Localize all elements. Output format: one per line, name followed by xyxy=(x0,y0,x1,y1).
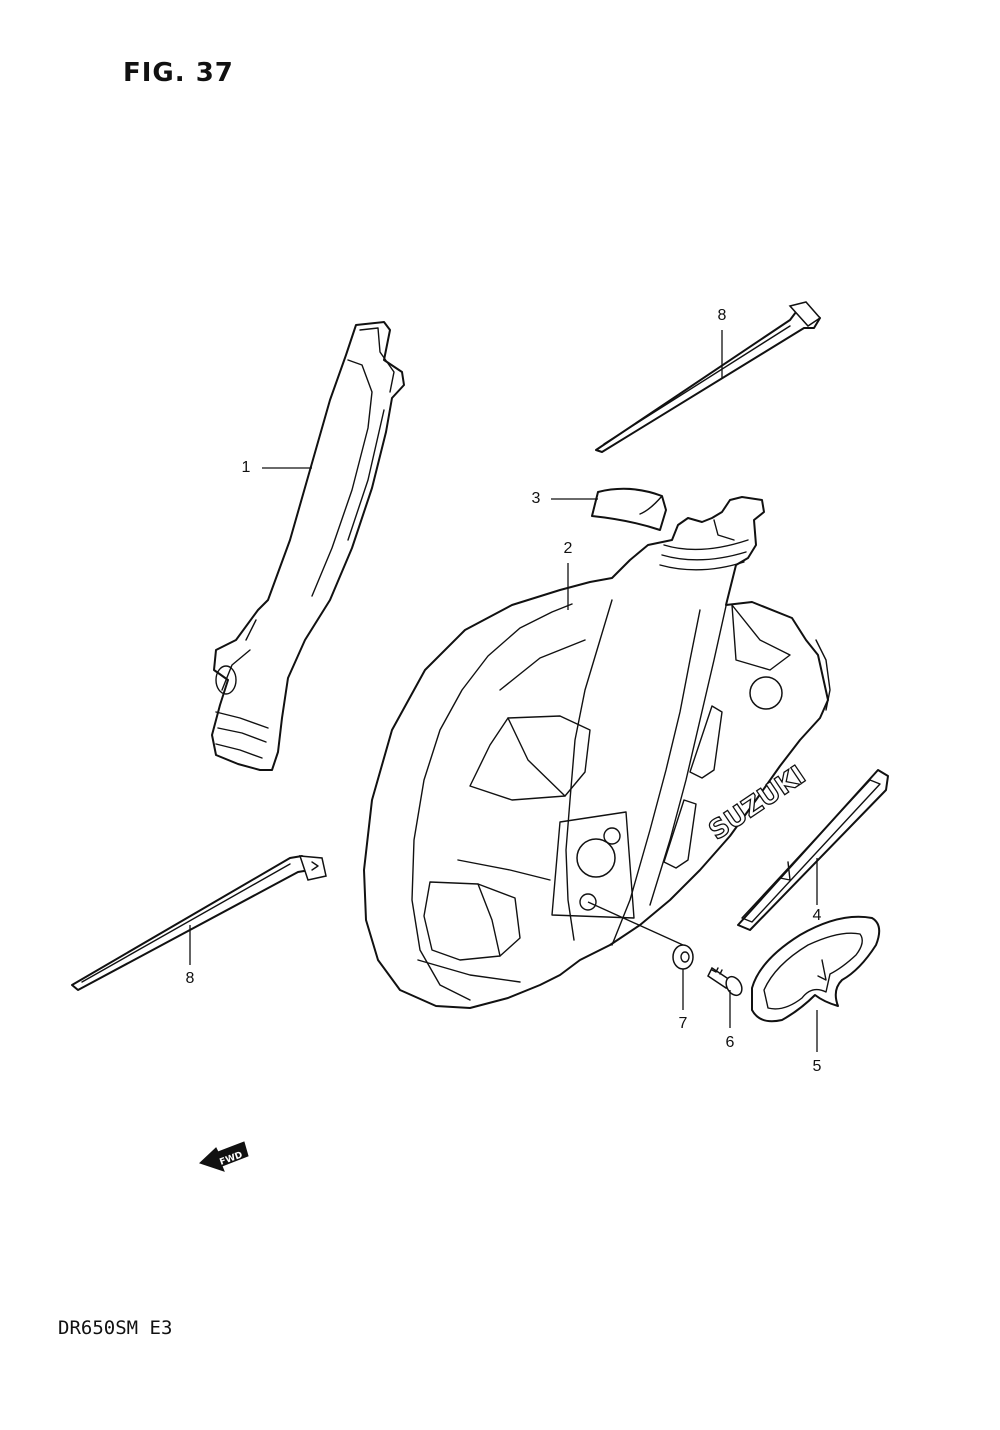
callout-5: 5 xyxy=(812,1058,822,1075)
part-4-decal xyxy=(737,769,889,931)
figure-title: FIG. 37 xyxy=(123,58,234,88)
callout-3: 3 xyxy=(531,490,541,507)
callout-2: 2 xyxy=(563,540,573,557)
callout-4: 4 xyxy=(812,907,822,924)
callout-1: 1 xyxy=(241,459,251,476)
callout-7: 7 xyxy=(678,1015,688,1032)
part-8-cable-tie-left xyxy=(71,855,327,991)
model-code: DR650SM E3 xyxy=(58,1317,173,1339)
part-8-cable-tie-top xyxy=(595,301,822,453)
leader-lines xyxy=(189,330,818,1052)
callout-6: 6 xyxy=(725,1034,735,1051)
suzuki-logo-text: SUZUKI xyxy=(704,760,812,846)
callout-8-left: 8 xyxy=(185,970,195,987)
callout-8-top: 8 xyxy=(717,307,727,324)
forward-direction-arrow: FWD xyxy=(199,1141,249,1172)
part-1-fork-guard xyxy=(211,321,405,771)
part-5-emblem xyxy=(751,915,881,1023)
part-3-band xyxy=(591,487,667,531)
part-2-disc-cover: SUZUKI xyxy=(363,496,831,1009)
part-6-screw xyxy=(707,966,743,997)
part-7-grommet xyxy=(672,944,694,970)
